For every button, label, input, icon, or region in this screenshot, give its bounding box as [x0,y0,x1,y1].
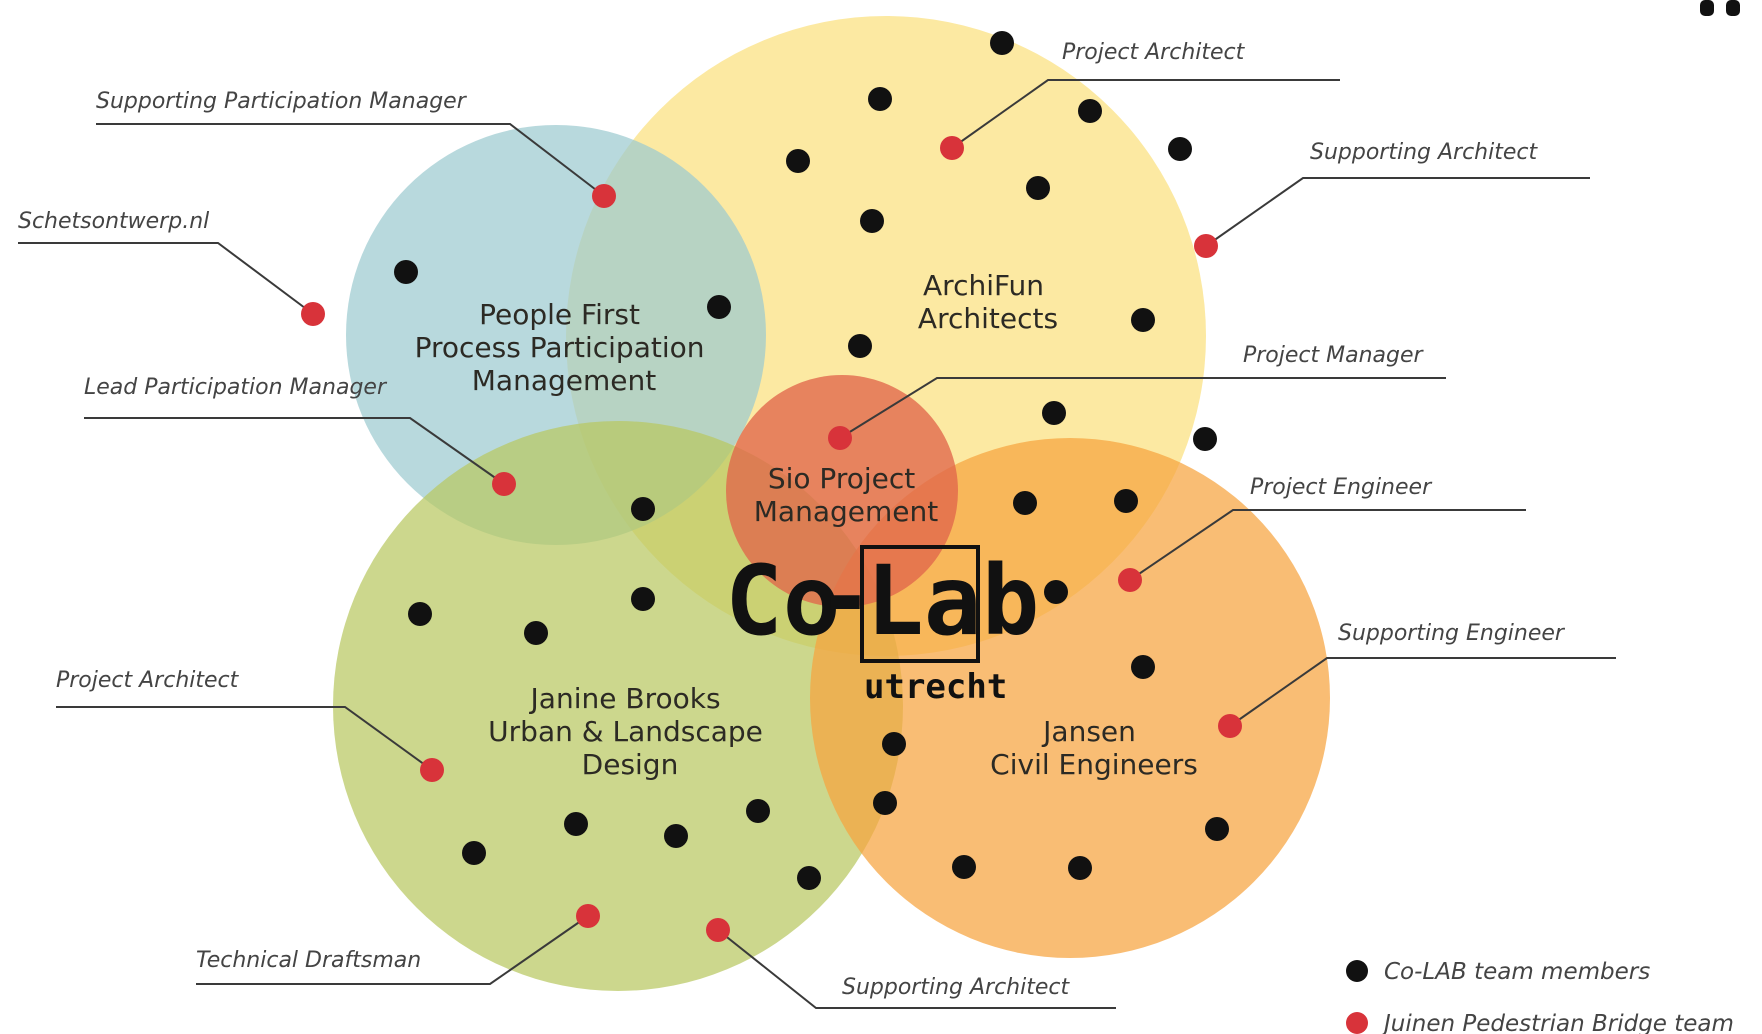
logo-dash: - [816,541,874,653]
bridge-team-dot [576,904,600,928]
logo-lab: Lab [866,545,1039,657]
member-dot [786,149,810,173]
member-dot [868,87,892,111]
role-supporting-participation-manager: Supporting Participation Manager [96,89,468,114]
member-dot [797,866,821,890]
logo-co: Co [725,545,841,657]
role-project-engineer: Project Engineer [1250,475,1433,500]
logo-city: utrecht [864,667,1007,707]
member-dot [1044,580,1068,604]
bridge-team-dot [1218,714,1242,738]
role-supporting-engineer: Supporting Engineer [1338,621,1566,646]
bridge-team-dot [1118,568,1142,592]
member-dot [746,799,770,823]
logo-lab-box [860,545,980,663]
member-dot [1193,427,1217,451]
bridge-team-dot [420,758,444,782]
bridge-team-dot [301,302,325,326]
member-dot [1205,817,1229,841]
member-dot [664,824,688,848]
member-dot [1068,856,1092,880]
jansen-circle [810,438,1330,958]
member-dot [1114,489,1138,513]
member-dot [873,791,897,815]
bridge-team-dot [592,184,616,208]
member-dot [1026,176,1050,200]
legend-member-dot [1346,960,1368,982]
bridge-team-dot [492,472,516,496]
bridge-team-dot [940,136,964,160]
role-supporting-architect-top: Supporting Architect [1310,140,1538,165]
member-dot [1131,308,1155,332]
member-dot [408,602,432,626]
corner-mark [1700,0,1740,16]
role-lead-participation-manager: Lead Participation Manager [84,375,388,400]
role-project-architect-left: Project Architect [56,668,240,693]
archifun-label: ArchiFun Architects [918,269,1058,335]
member-dot [860,209,884,233]
role-schetsontwerp: Schetsontwerp.nl [18,209,209,234]
member-dot [848,334,872,358]
member-dot [564,812,588,836]
member-dot [990,31,1014,55]
bridge-team-dot [706,918,730,942]
leader-lines [18,79,1616,1009]
member-dot [1131,655,1155,679]
member-dot [631,497,655,521]
jansen-label: Jansen Civil Engineers [990,715,1198,781]
member-dot [462,841,486,865]
member-dot [882,732,906,756]
legend-members-label: Co-LAB team members [1384,959,1650,985]
member-dot [1168,137,1192,161]
member-dot [952,855,976,879]
role-technical-draftsman: Technical Draftsman [196,948,421,973]
sio-label: Sio Project Management [754,462,938,528]
bridge-team-dot [828,426,852,450]
people-first-label: People First Process Participation Manag… [415,298,714,397]
member-dots [394,31,1229,890]
legend-bridge-team-dot [1346,1012,1368,1034]
member-dot [1042,401,1066,425]
member-dot [394,260,418,284]
member-dot [1078,99,1102,123]
co-lab-utrecht-logo: Co - Lab utrecht [725,541,1039,707]
role-project-architect-top: Project Architect [1062,40,1246,65]
legend-bridge-team-label: Juinen Pedestrian Bridge team [1380,1011,1734,1034]
member-dot [631,587,655,611]
member-dot [1013,491,1037,515]
janine-brooks-label: Janine Brooks Urban & Landscape Design [488,682,772,781]
role-project-manager: Project Manager [1243,343,1425,368]
legend: Co-LAB team members Juinen Pedestrian Br… [1346,959,1734,1034]
role-supporting-architect-bottom: Supporting Architect [842,975,1070,1000]
member-dot [524,621,548,645]
bridge-team-dot [1194,234,1218,258]
member-dot [707,295,731,319]
bridge-team-dots [301,136,1242,942]
